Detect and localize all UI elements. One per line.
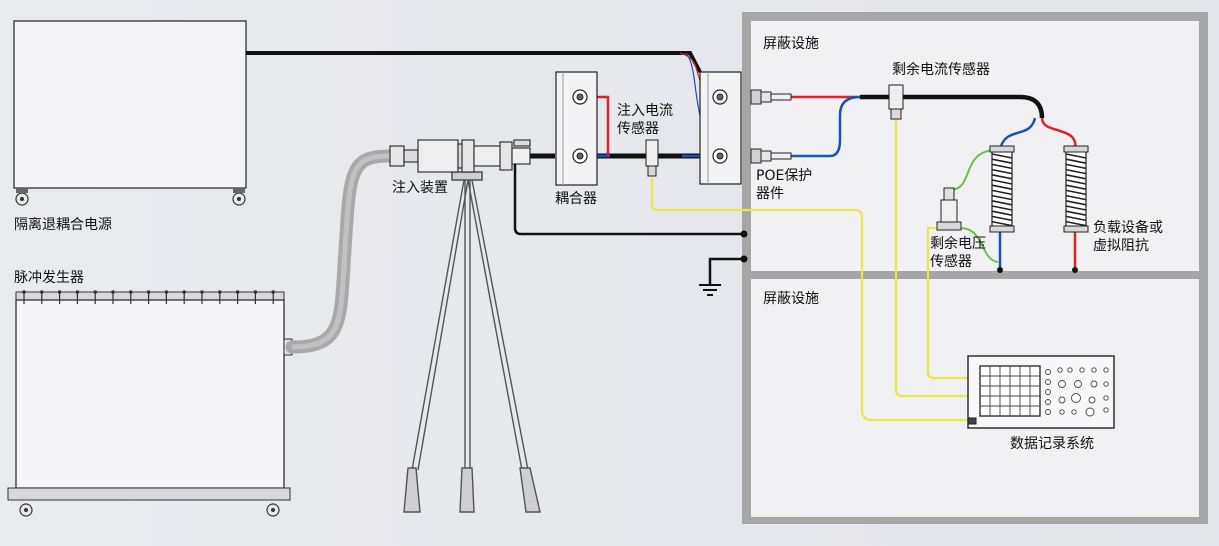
label-residual-current-sensor: 剩余电流传感器: [892, 61, 990, 78]
label-shield-bottom: 屏蔽设施: [763, 291, 819, 307]
label-load-l1: 负载设备或: [1093, 219, 1163, 236]
label-injection-current-sensor-l2: 传感器: [617, 120, 659, 137]
label-injection-current-sensor-l1: 注入电流: [617, 103, 673, 119]
shielded-room: [742, 12, 1208, 524]
label-coupler: 耦合器: [555, 191, 597, 207]
pulse-generator-bolts: [22, 290, 276, 304]
label-pulse-generator: 脉冲发生器: [14, 270, 84, 286]
isolation-power-supply: [13, 20, 247, 206]
label-poe-protector-l1: POE保护: [756, 168, 812, 184]
label-residual-voltage-sensor-l2: 传感器: [930, 253, 972, 270]
poe-connectors: [750, 89, 792, 164]
label-poe-protector-l2: 器件: [756, 186, 784, 202]
label-isolation-power: 隔离退耦合电源: [14, 216, 112, 233]
label-shield-top: 屏蔽设施: [763, 36, 819, 52]
label-injection-device: 注入装置: [392, 180, 448, 196]
residual-voltage-sensor: [936, 187, 962, 231]
tripod: [403, 171, 541, 513]
measurement-wires: [650, 118, 999, 422]
resistor-right: [1063, 145, 1089, 233]
resistor-left: [989, 145, 1015, 233]
coupler: [555, 71, 598, 186]
injection-device: [389, 139, 531, 173]
poe-protector: [699, 71, 742, 185]
injection-current-sensor: [645, 139, 659, 177]
pulse-generator: [7, 290, 293, 517]
label-load-l2: 虚拟阻抗: [1093, 238, 1149, 254]
residual-current-sensor: [888, 84, 904, 120]
label-residual-voltage-sensor-l1: 剩余电压: [930, 235, 986, 252]
oscilloscope: [967, 355, 1115, 429]
label-data-recorder: 数据记录系统: [1010, 436, 1094, 452]
